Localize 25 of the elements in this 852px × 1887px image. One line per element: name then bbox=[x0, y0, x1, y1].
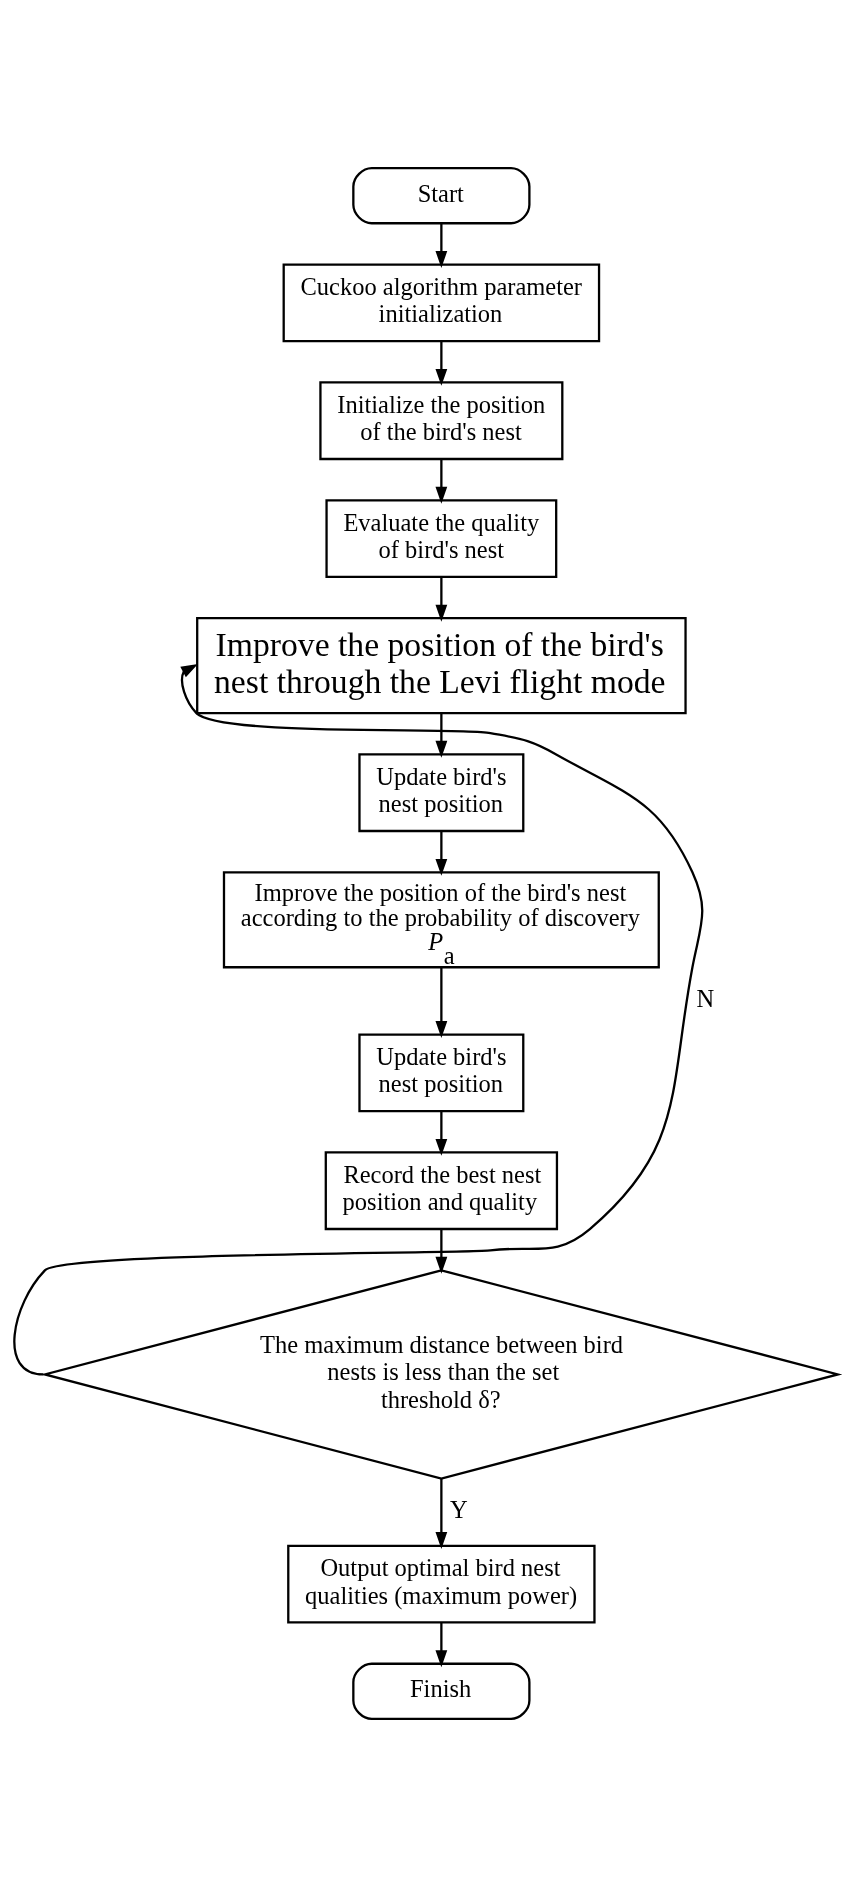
node-box: Start bbox=[352, 166, 531, 225]
arrow bbox=[435, 341, 448, 386]
node-box: Update bird's nest position bbox=[358, 1033, 525, 1113]
edge-label: N bbox=[696, 984, 715, 1012]
node-box: Record the best nest position and quality bbox=[324, 1151, 559, 1231]
arrow bbox=[13, 664, 704, 1376]
node-box: Cuckoo algorithm parameter initialization bbox=[282, 263, 601, 343]
arrow bbox=[435, 1478, 448, 1549]
arrow bbox=[435, 713, 448, 758]
edge-label: Y bbox=[450, 1496, 468, 1524]
node-box: Output optimal bird nest qualities (maximum power) bbox=[287, 1544, 596, 1624]
arrow bbox=[435, 459, 448, 504]
arrow bbox=[435, 831, 448, 876]
arrow bbox=[435, 577, 448, 622]
arrow bbox=[435, 223, 448, 268]
arrow bbox=[435, 967, 448, 1038]
arrow bbox=[435, 1111, 448, 1156]
node-diamond: The maximum distance between bird nests is less than the set threshold δ? bbox=[40, 1269, 843, 1480]
node-box: Evaluate the quality of bird's nest bbox=[325, 499, 558, 578]
node-box: Improve the position of the bird's nest through the Levi flight mode bbox=[196, 617, 687, 715]
node-box: Finish bbox=[352, 1662, 531, 1721]
arrow bbox=[435, 1622, 448, 1668]
arrow bbox=[435, 1229, 448, 1274]
node-box: Update bird's nest position bbox=[358, 753, 525, 833]
node-box: Initialize the position of the bird's nest bbox=[319, 381, 564, 461]
